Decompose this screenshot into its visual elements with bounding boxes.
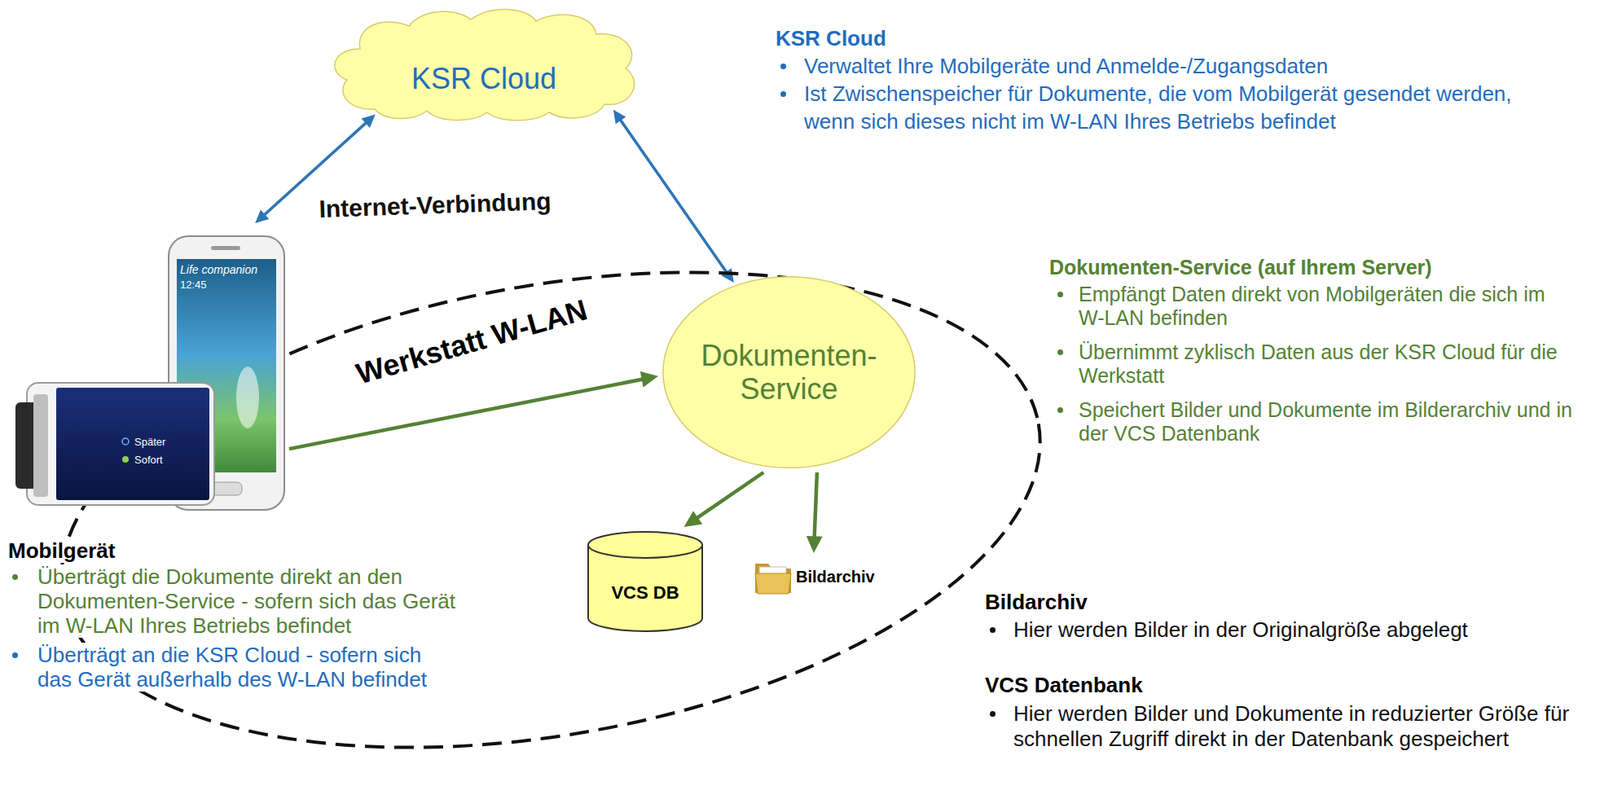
heading-row: KSR Cloud <box>775 24 1521 53</box>
shape-part <box>588 545 703 559</box>
connector-line <box>814 472 818 540</box>
connector-arrow <box>806 472 823 554</box>
shape-part <box>122 438 129 445</box>
bullet-row: Übernimmt zyklisch Daten aus der KSR Clo… <box>1049 340 1576 388</box>
arrow-head <box>613 109 627 125</box>
camera-option: Später <box>134 435 166 449</box>
bullet-dot <box>989 711 996 717</box>
shape-part <box>755 563 792 594</box>
archive-title: Bildarchiv <box>795 567 875 587</box>
bullet-text: Überträgt die Dokumente direkt an den Do… <box>37 564 456 638</box>
connector-arrow <box>289 371 659 449</box>
shape-part <box>334 8 635 120</box>
device-description: MobilgerätÜberträgt die Dokumente direkt… <box>8 538 462 692</box>
bullet-dot <box>12 574 18 581</box>
archive-description: BildarchivHier werden Bilder in der Orig… <box>984 589 1584 643</box>
bullet-row: Überträgt an die KSR Cloud - sofern sich… <box>8 642 462 692</box>
label-holder: Life companion <box>180 262 258 277</box>
bullet-row: Überträgt die Dokumente direkt an den Do… <box>8 564 462 638</box>
connector-line <box>694 472 764 520</box>
heading-row: VCS Datenbank <box>984 672 1576 699</box>
screen-text: Life companion <box>180 263 258 277</box>
connector-arrow <box>684 472 765 528</box>
bullet-text: Ist Zwischenspeicher für Dokumente, die … <box>804 81 1513 134</box>
arrow-head <box>640 371 659 387</box>
bullet-text: Empfängt Daten direkt von Mobilgeräten d… <box>1078 282 1546 330</box>
shape-part <box>210 246 241 251</box>
bullet-text: Übernimmt zyklisch Daten aus der KSR Clo… <box>1078 340 1558 387</box>
database-shape <box>586 530 704 633</box>
database-cylinder: VCS DB <box>586 530 704 633</box>
bullet-row: Speichert Bilder und Dokumente im Bilder… <box>1049 398 1576 446</box>
arrow-head <box>720 268 735 283</box>
block-heading: Dokumenten-Service (auf Ihrem Server) <box>1049 255 1433 279</box>
region-label-holder: Werkstatt W-LAN <box>352 292 592 392</box>
connection-label: Internet-Verbindung <box>318 187 552 223</box>
folder-icon <box>752 556 794 598</box>
cloud-node: KSR Cloud <box>324 4 644 124</box>
arrow-head <box>806 536 823 554</box>
connector-arrow <box>613 109 735 283</box>
heading-row: Mobilgerät <box>8 538 462 563</box>
shape-part <box>26 382 215 506</box>
service-ellipse: Dokumenten-Service <box>661 275 917 470</box>
heading-row: Dokumenten-Service (auf Ihrem Server) <box>1049 255 1576 280</box>
block-heading: VCS Datenbank <box>984 672 1143 698</box>
screen-time: 12:45 <box>180 278 207 291</box>
region-label: Werkstatt W-LAN <box>352 292 592 391</box>
bullet-text: Überträgt an die KSR Cloud - sofern sich… <box>37 642 427 692</box>
cloud-description: KSR CloudVerwaltet Ihre Mobilgeräte und … <box>775 24 1521 136</box>
bullet-dot <box>780 63 787 70</box>
bullet-row: Empfängt Daten direkt von Mobilgeräten d… <box>1049 282 1576 330</box>
bullet-row: Hier werden Bilder in der Originalgröße … <box>984 616 1584 643</box>
cloud-title: KSR Cloud <box>411 61 557 97</box>
bullet-row: Hier werden Bilder und Dokumente in redu… <box>984 701 1576 752</box>
bullet-dot <box>1057 407 1064 414</box>
label-holder: Später <box>134 434 166 450</box>
arrow-head <box>361 114 376 129</box>
shape-part <box>33 394 49 497</box>
shape-part <box>663 276 915 469</box>
bullet-text: Hier werden Bilder und Dokumente in redu… <box>1013 701 1570 752</box>
database-title: VCS DB <box>610 582 679 604</box>
bullet-dot <box>989 627 996 633</box>
shape-part <box>56 387 210 501</box>
mobile-device: MobilgerätÜberträgt die Dokumente direkt… <box>15 234 286 512</box>
database-description: VCS DatenbankHier werden Bilder und Doku… <box>984 672 1576 752</box>
connector-line <box>289 378 646 449</box>
service-description: Dokumenten-Service (auf Ihrem Server) Emp… <box>1049 255 1576 446</box>
shape-part <box>122 456 129 463</box>
bullet-text: Verwaltet Ihre Mobilgeräte und Anmelde-/… <box>804 53 1328 79</box>
bullet-dot <box>780 91 787 97</box>
shape-part <box>236 366 260 429</box>
block-heading: KSR Cloud <box>775 26 887 51</box>
service-title: Dokumenten-Service <box>687 338 892 406</box>
arrow-head <box>684 510 704 528</box>
bullet-dot <box>1057 349 1064 356</box>
bullet-row: Verwaltet Ihre Mobilgeräte und Anmelde-/… <box>775 52 1521 80</box>
archive-folder: Bildarchiv <box>752 556 875 598</box>
bullet-text: Speichert Bilder und Dokumente im Bilder… <box>1078 398 1573 445</box>
block-heading: Mobilgerät <box>8 538 115 563</box>
bullet-dot <box>1057 291 1064 298</box>
shape-part <box>588 531 703 632</box>
label-holder: Sofort <box>134 452 163 468</box>
heading-row: Bildarchiv <box>984 589 1584 616</box>
camera-option: Sofort <box>134 453 163 466</box>
bullet-row: Ist Zwischenspeicher für Dokumente, die … <box>775 79 1521 136</box>
label-holder: Internet-Verbindung <box>318 187 552 224</box>
shape-part <box>23 202 1077 786</box>
phone-camera-illustration <box>15 234 286 512</box>
shape-part <box>755 573 792 594</box>
label-holder: 12:45 <box>180 276 207 292</box>
bullet-dot <box>12 652 18 659</box>
bullet-text: Hier werden Bilder in der Originalgröße … <box>1013 617 1469 642</box>
connector-line <box>619 118 728 274</box>
arrow-head <box>254 209 269 224</box>
block-heading: Bildarchiv <box>984 589 1088 615</box>
